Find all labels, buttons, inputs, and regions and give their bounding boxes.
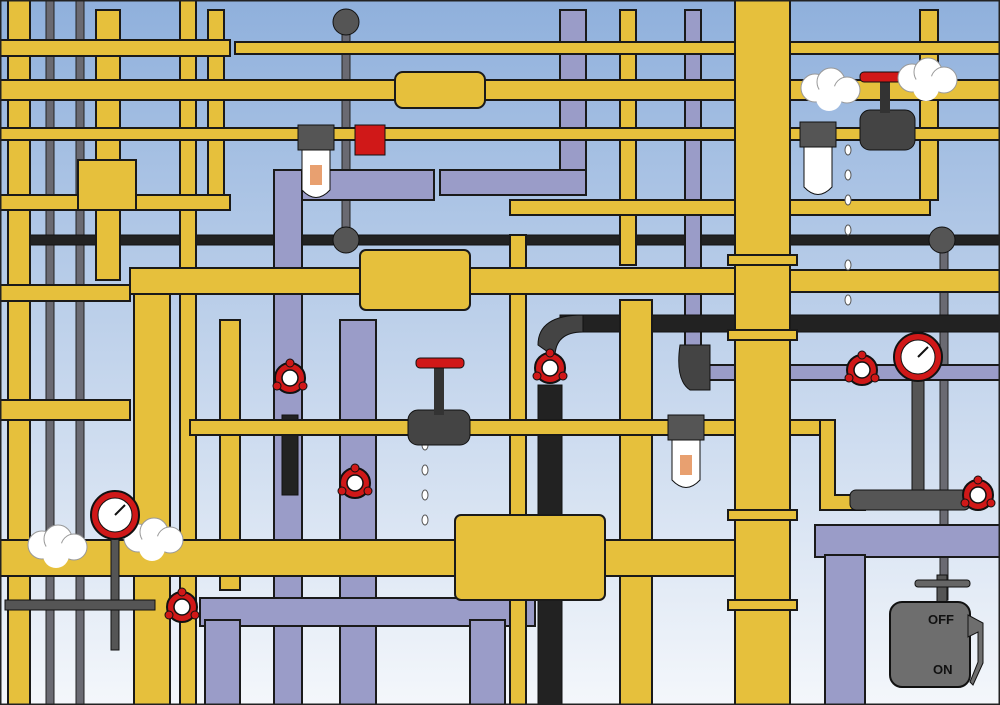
power-switch[interactable]: OFF ON (889, 574, 984, 688)
switch-off-label: OFF (928, 612, 954, 627)
water-drips (421, 144, 852, 526)
gate-valve-center[interactable] (407, 357, 471, 446)
lavender-pipes (199, 9, 1000, 705)
pressure-gauge-left (4, 490, 156, 651)
pressure-gauge-right (849, 332, 971, 511)
switch-lever[interactable] (967, 614, 984, 686)
switch-on-label: ON (933, 662, 953, 677)
gate-valve-top-right[interactable] (859, 71, 916, 151)
filter-units (297, 121, 837, 488)
